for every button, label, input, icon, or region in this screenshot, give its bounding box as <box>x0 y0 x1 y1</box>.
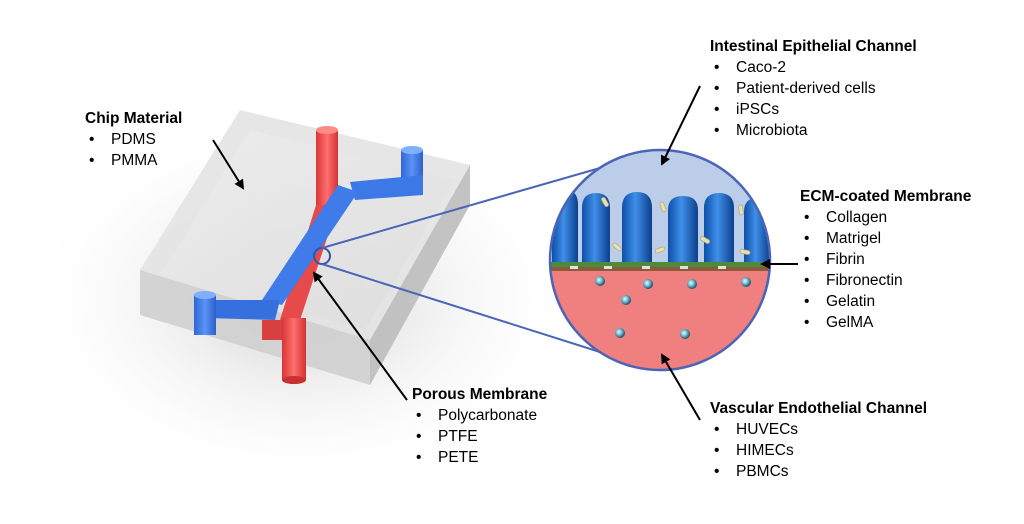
ecm-membrane-title: ECM-coated Membrane <box>800 188 972 205</box>
intestinal-channel-item: Microbiota <box>710 120 917 141</box>
ecm-membrane-item: Gelatin <box>800 291 971 312</box>
ecm-membrane <box>550 262 770 267</box>
vascular-channel-title: Vascular Endothelial Channel <box>710 400 928 417</box>
porous-membrane-item: Polycarbonate <box>412 405 547 426</box>
chip-material-item: PDMS <box>85 129 182 150</box>
callout-line-top <box>321 167 601 249</box>
intestinal-channel-item: Caco-2 <box>710 57 917 78</box>
porous-membrane-title: Porous Membrane <box>412 386 548 403</box>
arrow-intestinal-channel <box>661 85 701 166</box>
porous-membrane-item: PETE <box>412 447 547 468</box>
arrow-chip-material <box>212 139 245 190</box>
immune-cells <box>595 276 751 339</box>
ecm-membrane-item: Collagen <box>800 207 971 228</box>
intestinal-channel-label: Intestinal Epithelial Channel Caco-2 Pat… <box>710 36 917 141</box>
porous-membrane-layer <box>550 267 770 271</box>
intestinal-channel-title: Intestinal Epithelial Channel <box>710 38 917 55</box>
arrow-vascular-channel <box>660 353 701 421</box>
callout-line-bottom <box>321 263 601 353</box>
ecm-membrane-label: ECM-coated Membrane Collagen Matrigel Fi… <box>800 186 971 333</box>
epithelial-channel <box>194 146 423 335</box>
ecm-membrane-item: Matrigel <box>800 228 971 249</box>
vascular-channel-label: Vascular Endothelial Channel HUVECs HIME… <box>710 398 927 482</box>
magnified-cross-section <box>548 148 772 372</box>
porous-membrane-item: PTFE <box>412 426 547 447</box>
vascular-channel-item: HIMECs <box>710 440 927 461</box>
porous-membrane-label: Porous Membrane Polycarbonate PTFE PETE <box>412 384 547 468</box>
microbiota <box>575 178 751 255</box>
villi <box>552 190 770 262</box>
intestinal-channel-item: Patient-derived cells <box>710 78 917 99</box>
chip-material-item: PMMA <box>85 150 182 171</box>
vascular-channel-item: PBMCs <box>710 461 927 482</box>
ecm-membrane-item: GelMA <box>800 312 971 333</box>
ecm-membrane-item: Fibronectin <box>800 270 971 291</box>
intestinal-channel-item: iPSCs <box>710 99 917 120</box>
vascular-channel-item: HUVECs <box>710 419 927 440</box>
arrow-porous-membrane <box>312 271 408 401</box>
chip-material-title: Chip Material <box>85 110 183 127</box>
ecm-membrane-item: Fibrin <box>800 249 971 270</box>
chip-material-label: Chip Material PDMS PMMA <box>85 108 182 171</box>
